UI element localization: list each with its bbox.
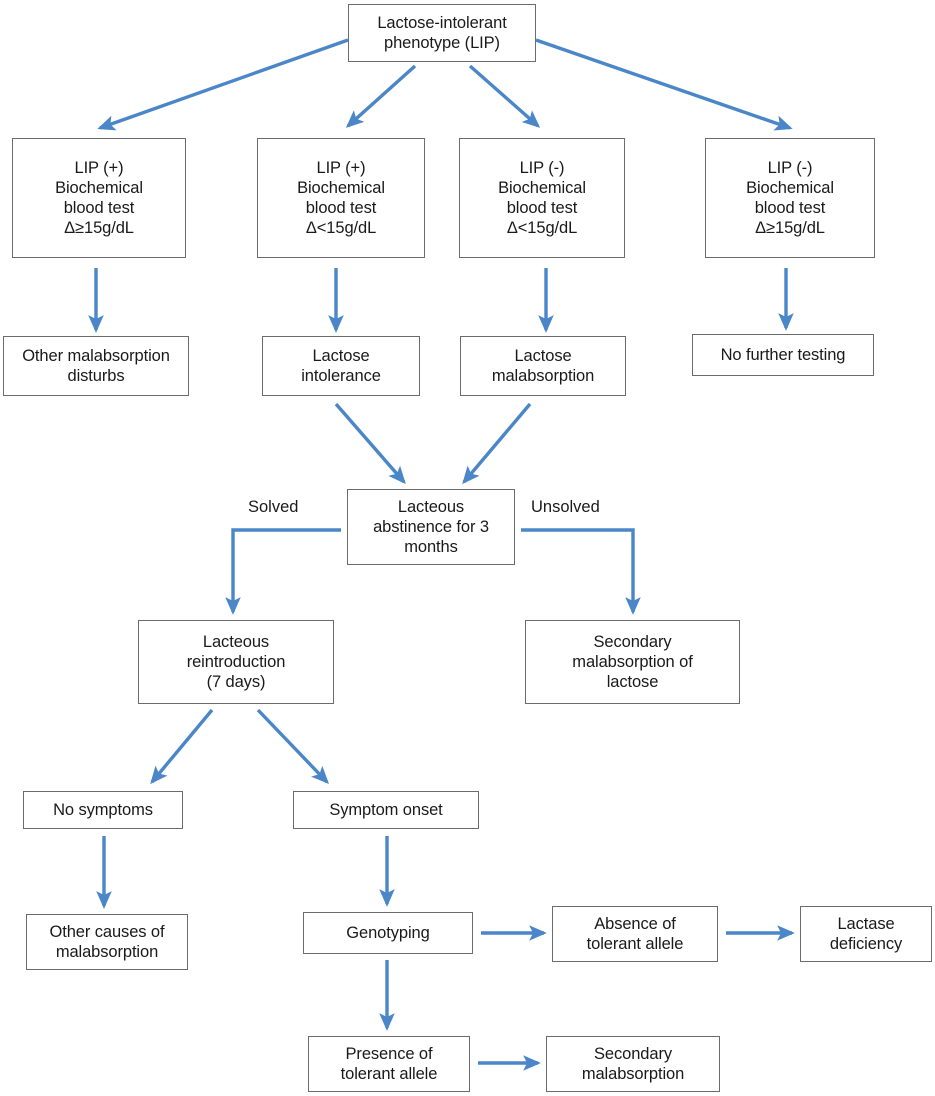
connector-lip-to-lip_pos_lt	[345, 64, 417, 128]
node-absence-of-tolerant-allele[interactable]: Absence of tolerant allele	[552, 906, 718, 962]
edge-label-solved: Solved	[248, 498, 299, 516]
node-presence-of-tolerant-allele[interactable]: Presence of tolerant allele	[308, 1036, 470, 1092]
node-lip-positive-lt[interactable]: LIP (+) Biochemical blood test Δ<15g/dL	[257, 138, 425, 258]
node-other-causes-of-malabsorption[interactable]: Other causes of malabsorption	[26, 914, 188, 970]
node-lacteous-abstinence[interactable]: Lacteous abstinence for 3 months	[347, 489, 515, 565]
connector-lact_intol-to-abstinence	[334, 402, 406, 485]
node-lip[interactable]: Lactose-intolerant phenotype (LIP)	[348, 4, 536, 62]
connector-abstinence-to-reintro	[225, 528, 341, 615]
node-lactose-intolerance[interactable]: Lactose intolerance	[262, 336, 420, 396]
node-lacteous-reintroduction[interactable]: Lacteous reintroduction (7 days)	[138, 620, 334, 704]
connector-lip-to-lip_pos_ge	[97, 38, 349, 131]
node-secondary-malabsorption[interactable]: Secondary malabsorption	[546, 1036, 720, 1092]
connector-lact_malabs-to-abstinence	[462, 402, 532, 485]
node-other-malabsorption-disturbs[interactable]: Other malabsorption disturbs	[3, 336, 189, 396]
node-lip-negative-ge[interactable]: LIP (-) Biochemical blood test Δ≥15g/dL	[705, 138, 875, 258]
node-symptom-onset[interactable]: Symptom onset	[293, 791, 479, 829]
connector-lip-to-lip_neg_ge	[535, 38, 793, 131]
node-lactose-malabsorption[interactable]: Lactose malabsorption	[460, 336, 626, 396]
node-no-further-testing[interactable]: No further testing	[692, 334, 874, 376]
node-lip-negative-lt[interactable]: LIP (-) Biochemical blood test Δ<15g/dL	[459, 138, 625, 258]
node-secondary-malabsorption-of-lactose[interactable]: Secondary malabsorption of lactose	[525, 620, 740, 704]
connector-reintro-to-symptom_onset	[256, 708, 329, 785]
node-lactase-deficiency[interactable]: Lactase deficiency	[800, 906, 932, 962]
node-no-symptoms[interactable]: No symptoms	[23, 791, 183, 829]
node-lip-positive-ge[interactable]: LIP (+) Biochemical blood test Δ≥15g/dL	[12, 138, 186, 258]
node-genotyping[interactable]: Genotyping	[303, 912, 473, 954]
connector-abstinence-to-secondary	[521, 528, 641, 615]
edge-label-unsolved: Unsolved	[531, 498, 600, 516]
connector-reintro-to-no_symptoms	[150, 708, 214, 785]
connector-lip-to-lip_neg_lt	[468, 64, 541, 128]
